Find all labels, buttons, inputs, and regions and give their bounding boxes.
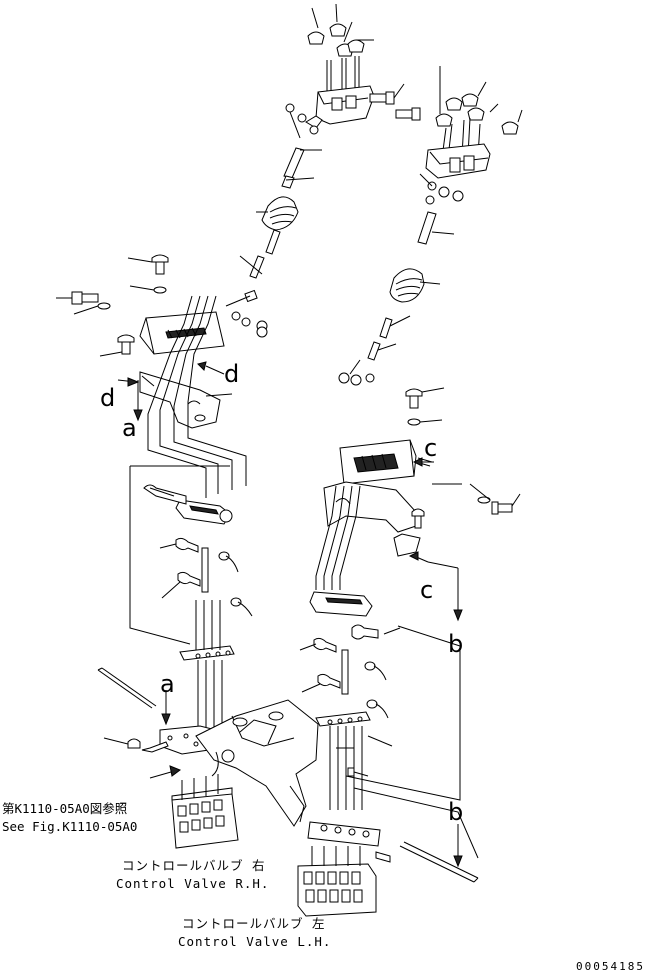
valve-rh-jp: コントロールバルブ 右	[122, 858, 266, 873]
right-console-bracket	[323, 387, 521, 557]
label-b-lower: b	[448, 798, 463, 826]
center-frame-bracket	[103, 699, 354, 827]
right-lever-top-assembly	[338, 66, 523, 386]
left-console-bracket	[56, 254, 233, 429]
left-lever-top-assembly	[225, 3, 405, 338]
control-valve-lh-drawing	[297, 821, 391, 917]
label-d-right: d	[224, 360, 239, 388]
right-guide-lines	[345, 625, 479, 883]
label-c-lower: c	[420, 576, 433, 604]
control-valve-rh-drawing	[171, 774, 239, 849]
valve-lh-en: Control Valve L.H.	[178, 934, 331, 949]
valve-lh-jp: コントロールバルブ 左	[182, 916, 326, 931]
right-lower-yoke	[299, 591, 401, 810]
label-a-upper: a	[122, 414, 137, 442]
reference-jp: 第K1110-05A0図参照	[2, 801, 127, 816]
valve-rh-en: Control Valve R.H.	[116, 876, 269, 891]
left-linkage-rods	[147, 295, 247, 498]
label-d-left: d	[100, 384, 115, 412]
flow-arrows	[117, 361, 463, 868]
left-upper-yoke	[143, 484, 233, 525]
left-lower-link	[179, 600, 235, 740]
part-number: 00054185	[576, 960, 645, 973]
label-b-upper: b	[448, 630, 463, 658]
label-a-lower: a	[160, 670, 175, 698]
label-c-upper: c	[424, 434, 437, 462]
right-linkage-rods	[315, 485, 361, 590]
knob-group-left	[307, 23, 365, 57]
left-middle-parts	[159, 537, 253, 617]
left-guide-lines	[97, 465, 230, 709]
reference-en: See Fig.K1110-05A0	[2, 819, 137, 834]
